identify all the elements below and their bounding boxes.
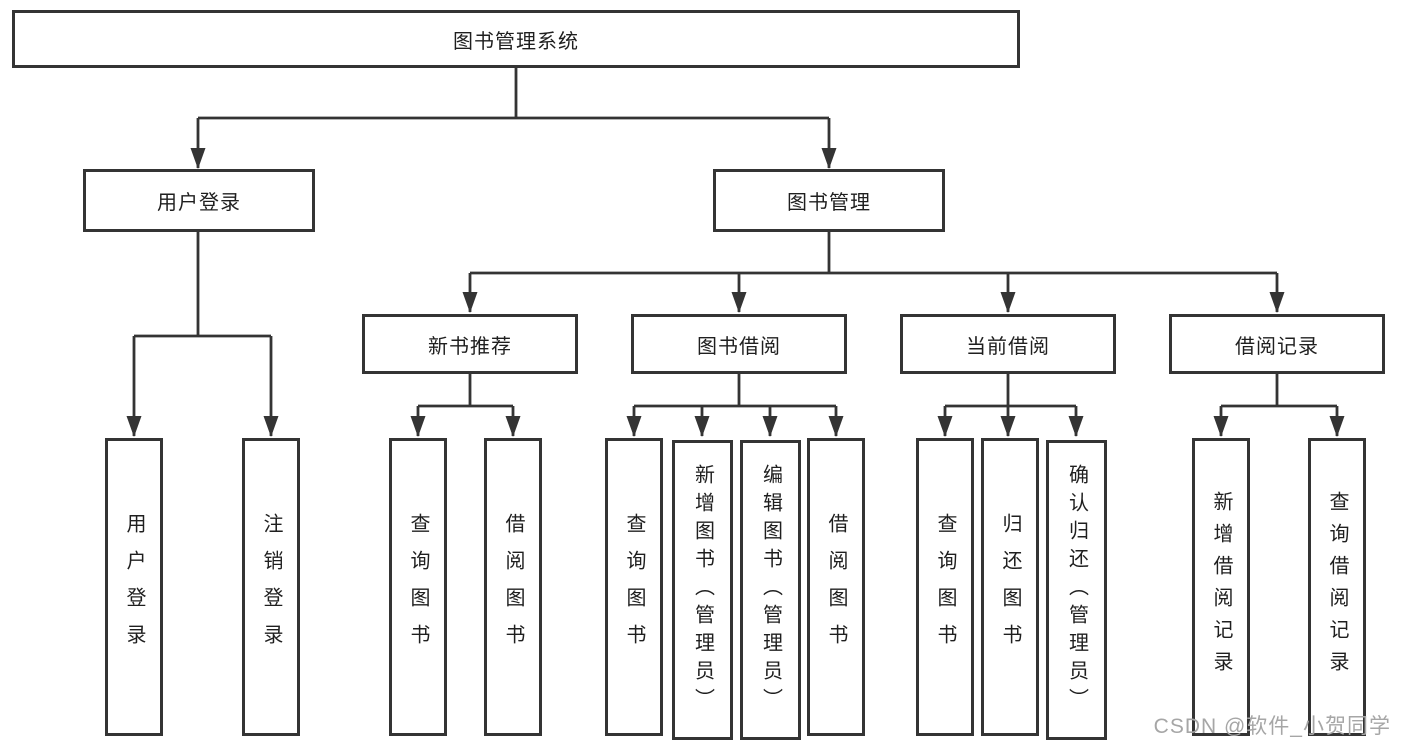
- leaf-borrow-query-books: 查询图书: [605, 438, 663, 736]
- leaf-label: 查询图书: [934, 513, 956, 661]
- node-new-book-recommend-label: 新书推荐: [428, 335, 512, 358]
- leaf-borrow-add-books-admin: 新增图书（管理员）: [672, 440, 733, 740]
- leaf-current-query-books: 查询图书: [916, 438, 974, 736]
- node-root: 图书管理系统: [12, 10, 1020, 68]
- leaf-label: 查询借阅记录: [1326, 491, 1348, 683]
- leaf-recommend-query-books: 查询图书: [389, 438, 447, 736]
- watermark: CSDN @软件_小贺同学: [1153, 715, 1391, 738]
- leaf-label: 新增借阅记录: [1210, 491, 1232, 683]
- leaf-label: 用户登录: [123, 513, 145, 661]
- leaf-label: 借阅图书: [502, 513, 524, 661]
- node-user-login-label: 用户登录: [157, 192, 241, 214]
- leaf-label: 查询图书: [407, 513, 429, 661]
- leaf-logout: 注销登录: [242, 438, 300, 736]
- node-borrow-records: 借阅记录: [1169, 314, 1385, 374]
- leaf-records-query-record: 查询借阅记录: [1308, 438, 1366, 736]
- leaf-borrow-edit-books-admin: 编辑图书（管理员）: [740, 440, 801, 740]
- leaf-recommend-borrow-books: 借阅图书: [484, 438, 542, 736]
- leaf-label: 注销登录: [260, 513, 282, 661]
- node-book-borrow: 图书借阅: [631, 314, 847, 374]
- node-book-management: 图书管理: [713, 169, 945, 232]
- leaf-current-confirm-return-admin: 确认归还（管理员）: [1046, 440, 1107, 740]
- leaf-label: 新增图书（管理员）: [691, 464, 714, 716]
- leaf-label: 归还图书: [999, 513, 1021, 661]
- leaf-label: 借阅图书: [825, 513, 847, 661]
- node-user-login: 用户登录: [83, 169, 315, 232]
- node-borrow-records-label: 借阅记录: [1235, 335, 1319, 358]
- leaf-label: 编辑图书（管理员）: [759, 464, 782, 716]
- leaf-label: 查询图书: [623, 513, 645, 661]
- leaf-records-add-record: 新增借阅记录: [1192, 438, 1250, 736]
- leaf-label: 确认归还（管理员）: [1065, 464, 1088, 716]
- node-root-label: 图书管理系统: [453, 30, 579, 53]
- leaf-user-login: 用户登录: [105, 438, 163, 736]
- node-current-borrow-label: 当前借阅: [966, 335, 1050, 358]
- node-current-borrow: 当前借阅: [900, 314, 1116, 374]
- node-book-borrow-label: 图书借阅: [697, 335, 781, 358]
- leaf-borrow-borrow-books: 借阅图书: [807, 438, 865, 736]
- leaf-current-return-books: 归还图书: [981, 438, 1039, 736]
- node-book-management-label: 图书管理: [787, 192, 871, 214]
- node-new-book-recommend: 新书推荐: [362, 314, 578, 374]
